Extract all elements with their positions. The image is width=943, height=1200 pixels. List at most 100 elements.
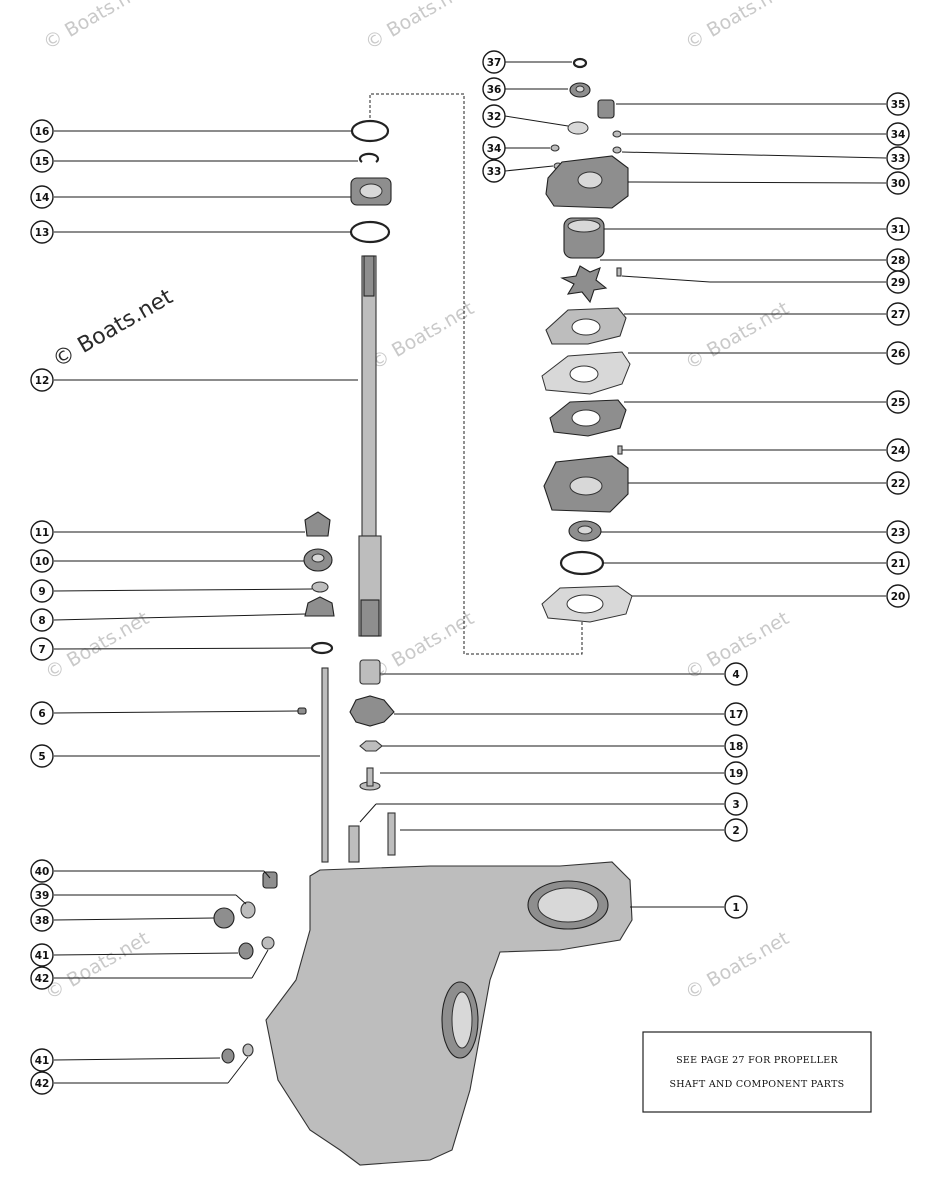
svg-text:25: 25 [891,397,906,409]
callout-27: 27 [886,302,910,326]
svg-text:33: 33 [891,153,906,165]
watermark: © Boats.net [682,0,793,54]
svg-text:42: 42 [35,1078,50,1090]
svg-text:27: 27 [891,309,906,321]
seal-36 [569,82,591,98]
callout-7: 7 [30,637,54,661]
watermark: © Boats.net [367,607,478,684]
watermark: © Boats.net [367,297,478,374]
callout-2: 2 [724,818,748,842]
center-parts [348,659,396,863]
bushing-35 [597,99,615,119]
callout-10: 10 [30,549,54,573]
svg-text:21: 21 [891,558,906,570]
callout-14: 14 [30,185,54,209]
watermark: © Boats.net [42,927,153,1004]
callout-12: 12 [30,368,54,392]
callout-18: 18 [724,734,748,758]
callout-17: 17 [724,702,748,726]
stud-3 [348,825,360,863]
callout-35: 35 [886,92,910,116]
svg-text:8: 8 [38,615,45,627]
svg-text:9: 9 [38,586,45,598]
svg-text:20: 20 [891,591,906,603]
watermark: © Boats.net [40,0,151,54]
callout-13: 13 [30,220,54,244]
svg-text:10: 10 [35,556,50,568]
callout-1: 1 [724,895,748,919]
callout-22: 22 [886,471,910,495]
callout-11: 11 [30,520,54,544]
svg-text:36: 36 [487,84,502,96]
svg-text:18: 18 [729,741,744,753]
watermark-prominent: © Boats.net [49,284,178,373]
callout-16: 16 [30,119,54,143]
key-29 [616,267,622,277]
callout-25: 25 [886,390,910,414]
snap-ring-15 [358,152,380,163]
ring-7 [310,641,334,655]
pinion-gear-17 [349,695,395,727]
callout-20: 20 [886,584,910,608]
housing-small-parts [213,871,278,1064]
callout-21: 21 [886,551,910,575]
note-line-1: SEE PAGE 27 FOR PROPELLER [676,1055,838,1066]
callout-8: 8 [30,608,54,632]
callout-37: 37 [482,50,506,74]
svg-text:16: 16 [35,126,50,138]
callout-40: 40 [30,859,54,883]
shim-9 [311,581,329,593]
svg-text:34: 34 [891,129,906,141]
drive-shaft-parts [297,119,392,863]
svg-text:38: 38 [35,915,50,927]
bearing-14 [350,177,392,206]
pin-6 [297,707,307,715]
callout-33-right: 33 [886,146,910,170]
callout-31: 31 [886,217,910,241]
svg-text:7: 7 [38,644,45,656]
leader-lines [53,61,887,1084]
svg-text:3: 3 [732,799,739,811]
o-ring-21 [559,550,605,576]
nut-18 [359,740,383,752]
stud-2 [387,812,396,856]
svg-text:42: 42 [35,973,50,985]
svg-text:1: 1 [732,902,739,914]
o-ring-16 [350,119,390,143]
bushing-4 [359,659,381,685]
svg-text:17: 17 [729,709,744,721]
callout-23: 23 [886,520,910,544]
callout-33-left: 33 [482,159,506,183]
svg-text:41: 41 [35,1055,50,1067]
svg-text:26: 26 [891,348,906,360]
callout-41-top: 41 [30,943,54,967]
callout-42-bottom: 42 [30,1071,54,1095]
note-line-2: SHAFT AND COMPONENT PARTS [669,1079,844,1090]
callout-41-bottom: 41 [30,1048,54,1072]
svg-text:24: 24 [891,445,906,457]
screw-19 [359,767,381,791]
callout-42-top: 42 [30,966,54,990]
callout-9: 9 [30,579,54,603]
svg-text:5: 5 [38,751,45,763]
callout-19: 19 [724,761,748,785]
svg-text:22: 22 [891,478,906,490]
svg-text:19: 19 [729,768,744,780]
watermarks: © Boats.net © Boats.net © Boats.net © Bo… [40,0,793,1004]
washer-32 [567,121,589,135]
watermark: © Boats.net [682,927,793,1004]
svg-text:12: 12 [35,375,50,387]
svg-text:32: 32 [487,111,502,123]
svg-text:23: 23 [891,527,906,539]
gear-housing-1 [265,861,633,1166]
callout-28: 28 [886,248,910,272]
washer-33-right [612,146,622,154]
svg-text:6: 6 [38,708,45,720]
watermark: © Boats.net [682,297,793,374]
callout-30: 30 [886,171,910,195]
gear-11 [304,511,331,537]
screw-41-bottom [221,1048,235,1064]
svg-text:37: 37 [487,57,502,69]
impeller-28 [560,265,608,304]
